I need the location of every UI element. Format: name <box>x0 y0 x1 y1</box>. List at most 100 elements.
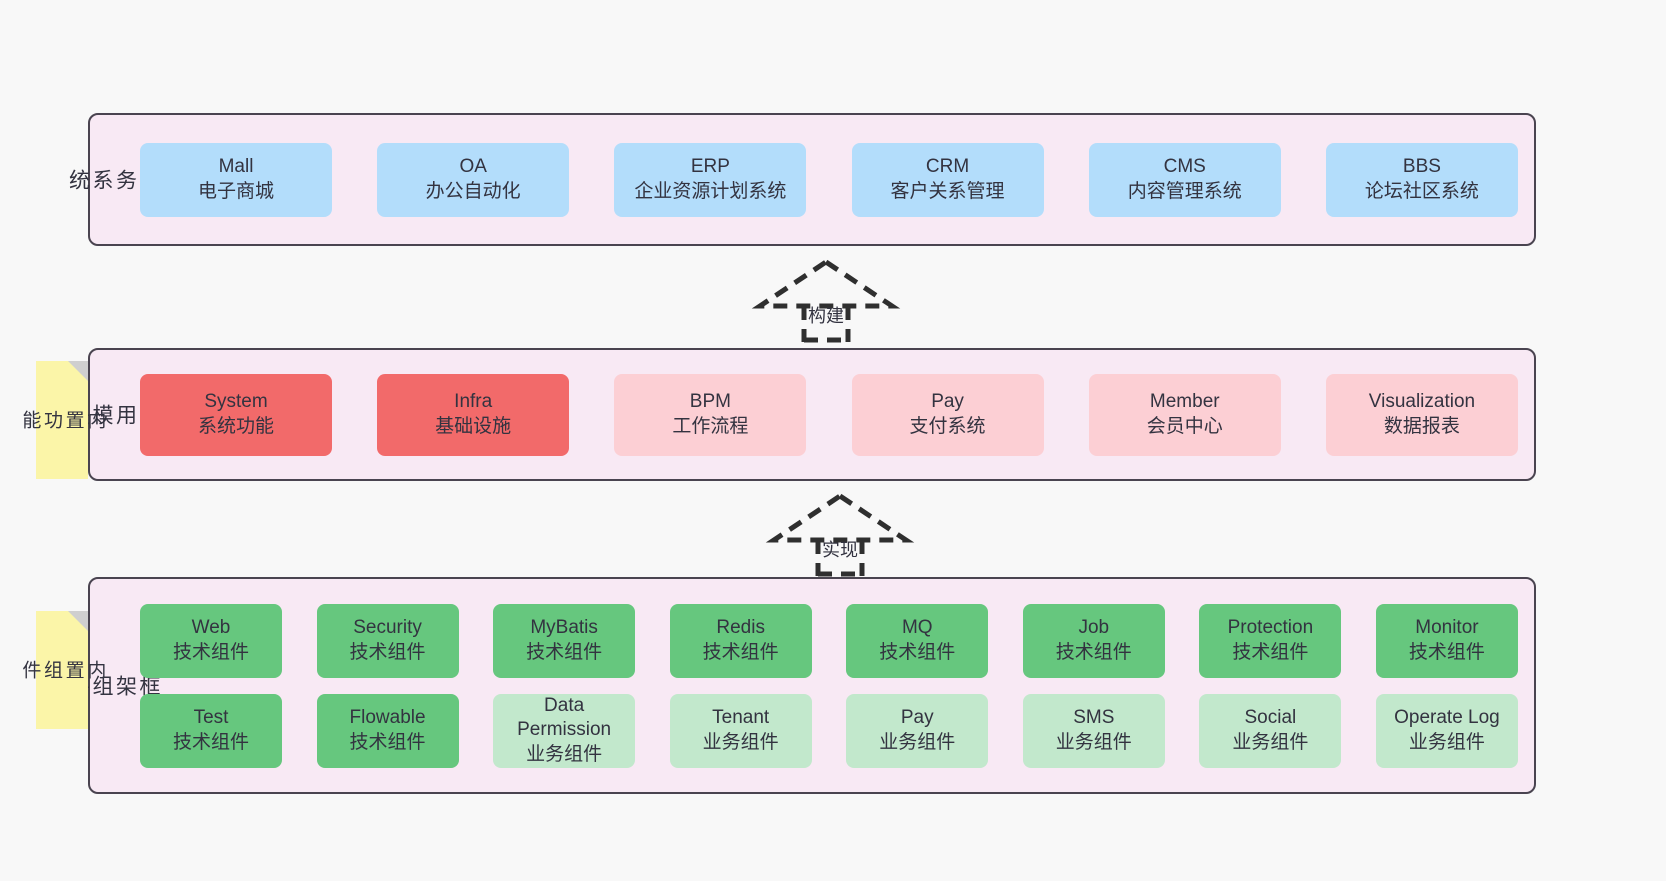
node-title-en: MyBatis <box>530 617 598 639</box>
node-title-en: Redis <box>716 617 765 639</box>
node-title-en: Web <box>191 617 231 639</box>
node-title-en: BBS <box>1402 156 1441 178</box>
connector-arrowhead <box>765 492 915 543</box>
node-title-cn: 技术组件 <box>702 641 779 663</box>
node-title-en: Visualization <box>1368 391 1476 413</box>
node-title-en: Pay <box>931 391 964 413</box>
node-title-cn: 数据报表 <box>1383 415 1460 437</box>
node-title-cn: 论坛社区系统 <box>1364 180 1479 202</box>
sticky-fold-corner <box>68 611 88 631</box>
node-title-en: Social <box>1244 707 1297 729</box>
node-title-en: ERP <box>690 156 730 178</box>
sticky-note-builtin-features-label: 内 置 功 能 <box>19 410 106 430</box>
connector-implement: 实现 <box>765 492 915 577</box>
node-title-cn: 内容管理系统 <box>1127 180 1242 202</box>
node-title-cn: 技术组件 <box>1232 641 1309 663</box>
node-title-en: Data Permission <box>517 695 612 741</box>
node-title-en: System <box>204 391 268 413</box>
node-title-cn: 技术组件 <box>1408 641 1485 663</box>
node-title-cn: 业务组件 <box>1232 731 1309 753</box>
node-title-en: Flowable <box>349 707 426 729</box>
node-title-cn: 技术组件 <box>526 641 603 663</box>
node-title-cn: 技术组件 <box>349 641 426 663</box>
node-title-cn: 支付系统 <box>909 415 986 437</box>
node-title-cn: 客户关系管理 <box>890 180 1005 202</box>
sticky-note-builtin-components-label: 内 置 组 件 <box>19 660 106 680</box>
node-title-cn: 技术组件 <box>172 641 249 663</box>
node-title-en: Infra <box>454 391 493 413</box>
node-title-cn: 技术组件 <box>349 731 426 753</box>
layer-common-modules: 通 用 模 块 System系统功能Infra基础设施BPM工作流程Pay支付系… <box>66 348 1536 481</box>
node-title-cn: 技术组件 <box>1055 641 1132 663</box>
node-title-en: Monitor <box>1415 617 1479 639</box>
connector-build: 构建 <box>751 258 901 343</box>
node-title-cn: 业务组件 <box>526 743 603 765</box>
node-title-cn: 系统功能 <box>197 415 274 437</box>
node-title-cn: 办公自动化 <box>425 180 521 202</box>
node-title-en: Tenant <box>712 707 770 729</box>
sticky-note-builtin-features: 内 置 功 能 <box>19 361 105 479</box>
node-title-en: CMS <box>1163 156 1206 178</box>
node-title-cn: 业务组件 <box>1055 731 1132 753</box>
node-title-cn: 业务组件 <box>1408 731 1485 753</box>
node-title-en: Pay <box>900 707 934 729</box>
node-title-cn: 会员中心 <box>1146 415 1223 437</box>
sticky-note-builtin-components: 内 置 组 件 <box>19 611 105 729</box>
connector-arrowhead <box>751 258 901 309</box>
layer-business-title: 业 务 系 统 <box>66 168 160 191</box>
node-title-cn: 企业资源计划系统 <box>634 180 787 202</box>
node-title-en: Member <box>1149 391 1220 413</box>
connector-implement-label: 实现 <box>822 540 858 560</box>
node-title-cn: 工作流程 <box>672 415 749 437</box>
node-title-en: Security <box>353 617 422 639</box>
layer-framework-components: 框 架 组 件 Web技术组件Security技术组件MyBatis技术组件Re… <box>66 577 1536 794</box>
node-title-cn: 电子商城 <box>197 180 274 202</box>
node-title-en: MQ <box>901 617 933 639</box>
node-title-cn: 基础设施 <box>435 415 512 437</box>
node-title-en: Operate Log <box>1394 707 1500 729</box>
node-title-en: Test <box>193 707 229 729</box>
node-title-en: Protection <box>1227 617 1314 639</box>
node-title-en: Job <box>1078 617 1110 639</box>
node-title-en: SMS <box>1073 707 1115 729</box>
node-title-en: BPM <box>689 391 731 413</box>
node-title-cn: 业务组件 <box>879 731 956 753</box>
node-title-cn: 技术组件 <box>879 641 956 663</box>
